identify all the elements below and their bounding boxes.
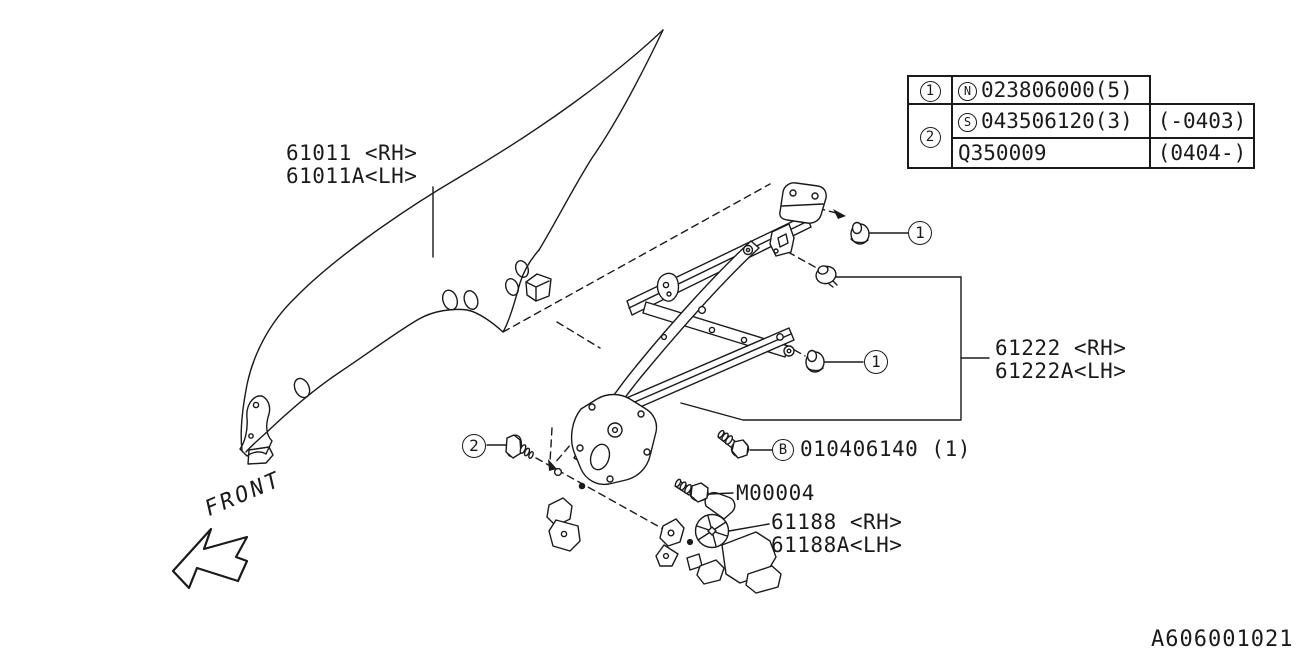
part-label-glass-rh: 61011 <RH> <box>286 141 418 165</box>
diagram-code: A606001021 <box>1151 627 1294 652</box>
table-part-number: Q350009 <box>951 137 1151 169</box>
fastener-nut-top <box>850 221 870 245</box>
part-label-m00004[interactable]: M00004 <box>736 481 815 505</box>
callout-2-glass-bolt[interactable]: 2 <box>462 434 486 458</box>
part-label-regulator-rh: 61222 <RH> <box>995 336 1127 360</box>
parts-table-row[interactable]: Q350009 (0404-) <box>908 137 1255 169</box>
part-label-motor-rh: 61188 <RH> <box>771 510 903 534</box>
fastener-nut-lower <box>805 349 825 373</box>
part-label-motor[interactable]: 61188 <RH>61188A<LH> <box>771 511 902 557</box>
door-glass-drawing <box>239 29 664 465</box>
part-label-regulator-lh: 61222A<LH> <box>995 359 1127 383</box>
part-label-regulator[interactable]: 61222 <RH>61222A<LH> <box>995 337 1126 383</box>
motor-drawing <box>655 491 782 594</box>
callout-1-top-nut[interactable]: 1 <box>908 221 932 245</box>
fastener-bolt-2 <box>505 434 534 459</box>
dashed-arrowhead-mount <box>548 459 557 471</box>
table-date-range: (0404-) <box>1149 137 1255 169</box>
part-label-motor-lh: 61188A<LH> <box>771 533 903 557</box>
leader-lines <box>432 186 990 532</box>
regulator-drawing <box>546 182 827 552</box>
table-ref-1-circle: 1 <box>919 80 941 102</box>
table-prefix-n-circle: N <box>958 81 977 101</box>
table-date-range: (-0403) <box>1149 103 1255 139</box>
table-part-number: 043506120(3) <box>981 109 1133 133</box>
table-part-number: 023806000(5) <box>981 78 1133 102</box>
callout-1-lower-nut[interactable]: 1 <box>864 350 888 374</box>
part-label-bolt-b-number: 010406140 (1) <box>800 437 971 461</box>
table-ref-2-circle: 2 <box>919 126 941 148</box>
dashed-arrowhead-top <box>833 209 846 219</box>
callout-b-circle: B <box>772 438 794 461</box>
fastener-bolt-b <box>717 429 750 459</box>
part-label-glass[interactable]: 61011 <RH>61011A<LH> <box>286 142 417 188</box>
table-prefix-s-circle: S <box>958 112 977 132</box>
fastener-bolt-m00004 <box>674 478 709 503</box>
fastener-grommet <box>815 265 838 288</box>
part-label-glass-lh: 61011A<LH> <box>286 164 418 188</box>
table-empty-cell <box>1150 76 1254 104</box>
part-label-bolt-b[interactable]: B 010406140 (1) <box>772 438 971 461</box>
front-arrow-icon <box>171 527 249 590</box>
